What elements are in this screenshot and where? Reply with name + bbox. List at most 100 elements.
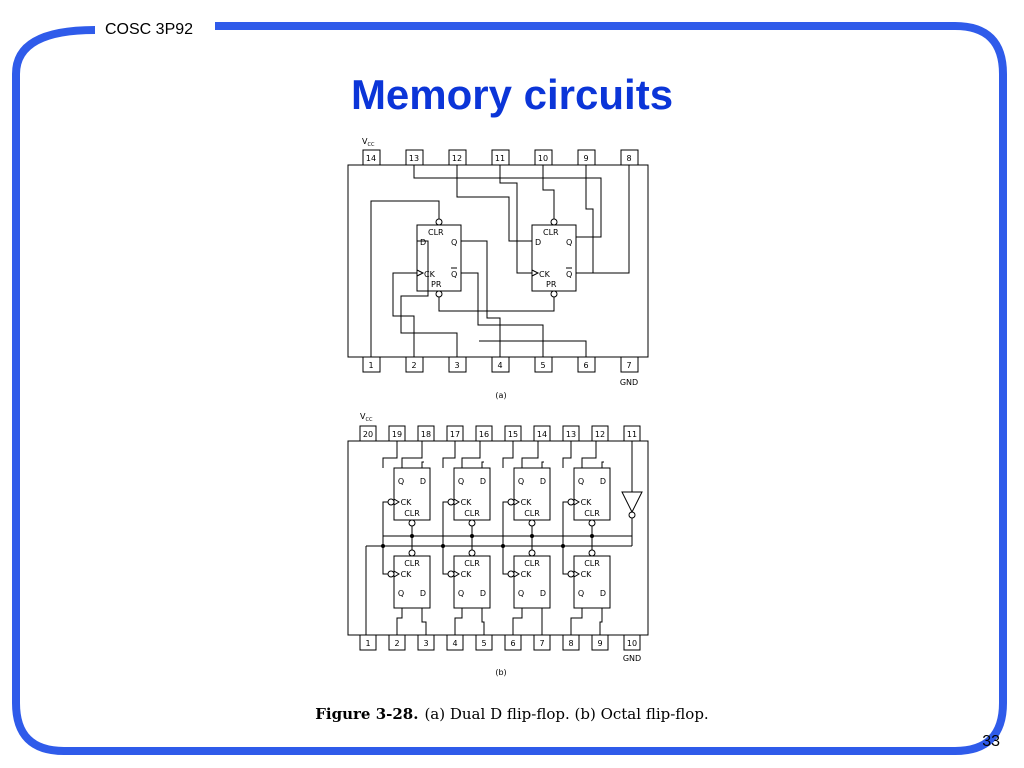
clr-bubble [588, 519, 596, 527]
pin-label: 6 [510, 639, 515, 648]
chip-body-a [347, 164, 649, 358]
top-pin [359, 425, 377, 442]
pin-label: 2 [411, 361, 416, 370]
bottom-pin [388, 634, 406, 651]
ff-label-ck: CK [424, 270, 436, 279]
pin-label: 8 [626, 154, 631, 163]
ff-label-ck: CK [521, 498, 533, 507]
pin-label: 1 [368, 361, 373, 370]
figure-caption: Figure 3-28. (a) Dual D flip-flop. (b) Oc… [0, 705, 1024, 723]
pin-label: 5 [481, 639, 486, 648]
pin-label: 13 [566, 430, 576, 439]
bottom-pin [562, 634, 580, 651]
top-pin [504, 425, 522, 442]
top-pin [417, 425, 435, 442]
ff-label-clr: CLR [428, 228, 444, 237]
ck-bubble [567, 570, 575, 578]
pin-label: 6 [583, 361, 588, 370]
top-pin [475, 425, 493, 442]
ff-label-clr: CLR [524, 559, 540, 568]
ff-label-d: D [600, 477, 606, 486]
ff-label-q: Q [398, 589, 404, 598]
junction-dot [470, 534, 474, 538]
clr-bubble-2 [550, 218, 558, 226]
clr-bubble [528, 549, 536, 557]
pin-label: 4 [452, 639, 457, 648]
page-number: 33 [982, 733, 1000, 750]
ff-label-clr: CLR [464, 559, 480, 568]
frame-border [12, 22, 1007, 755]
pin-label: 8 [568, 639, 573, 648]
bottom-pin [417, 634, 435, 651]
bottom-pin [359, 634, 377, 651]
top-pin [533, 425, 551, 442]
ff-label-qbar: Q [566, 270, 572, 279]
ck-bubble [387, 570, 395, 578]
pin-label: 15 [508, 430, 518, 439]
vcc-label: VCC [362, 137, 375, 148]
octal-flip-flop-diagram [347, 425, 649, 651]
pin-label: 12 [452, 154, 462, 163]
junction-dot [381, 544, 385, 548]
pr-bubble-2 [550, 290, 558, 298]
vcc-label: VCC [360, 412, 373, 423]
ff-label-ck: CK [461, 498, 473, 507]
pin-label: 9 [583, 154, 588, 163]
ff-label-clr: CLR [404, 509, 420, 518]
pin-label: 16 [479, 430, 489, 439]
ff-label-q: Q [566, 238, 572, 247]
bottom-pin [475, 634, 493, 651]
clr-bubble [408, 549, 416, 557]
ff-label-d: D [480, 589, 486, 598]
pin-label: 12 [595, 430, 605, 439]
pin-label: 2 [394, 639, 399, 648]
clock-arrow-2 [531, 269, 540, 277]
caption-text: (a) Dual D flip-flop. (b) Octal flip-flo… [424, 705, 709, 723]
ff-label-q: Q [518, 589, 524, 598]
pin-label: 1 [365, 639, 370, 648]
diagram-b-sublabel: (b) [495, 668, 506, 677]
ff-label-clr: CLR [404, 559, 420, 568]
ff-label-clr: CLR [464, 509, 480, 518]
chip-body-b [347, 440, 649, 636]
clr-bubble [408, 519, 416, 527]
ff-label-ck: CK [581, 570, 593, 579]
clr-bubble [468, 519, 476, 527]
pin-label: 10 [627, 639, 637, 648]
ff-label-clr: CLR [584, 509, 600, 518]
page-title: Memory circuits [350, 71, 674, 118]
pin-label: 11 [627, 430, 637, 439]
pin-label: 7 [539, 639, 544, 648]
ck-bubble [447, 570, 455, 578]
ff-label-q: Q [578, 477, 584, 486]
ff-label-ck: CK [581, 498, 593, 507]
dual-d-flip-flop-diagram [347, 149, 649, 373]
ff-label-ck: CK [461, 570, 473, 579]
ck-bubble [507, 570, 515, 578]
wiring-a [370, 165, 630, 357]
course-label: COSC 3P92 [101, 20, 198, 40]
figure-number: Figure 3-28. [315, 705, 419, 723]
junction-dot [590, 534, 594, 538]
bottom-pin [591, 634, 609, 651]
pin-label: 19 [392, 430, 402, 439]
bottom-pin [446, 634, 464, 651]
bottom-pin [533, 634, 551, 651]
pin-label: 13 [409, 154, 419, 163]
ff-label-clr: CLR [584, 559, 600, 568]
top-pin [623, 425, 641, 442]
pin-label: 3 [423, 639, 428, 648]
bottom-pin [623, 634, 641, 651]
junction-dot [441, 544, 445, 548]
ff-label-q: Q [458, 589, 464, 598]
ff-label-q: Q [451, 238, 457, 247]
inverter-triangle [621, 491, 643, 514]
ck-bubble [387, 498, 395, 506]
gnd-label: GND [623, 654, 641, 663]
pin-label: 4 [497, 361, 502, 370]
ff-label-q: Q [518, 477, 524, 486]
ff-label-clr: CLR [543, 228, 559, 237]
pin-label: 7 [626, 361, 631, 370]
pin-label: 14 [537, 430, 547, 439]
